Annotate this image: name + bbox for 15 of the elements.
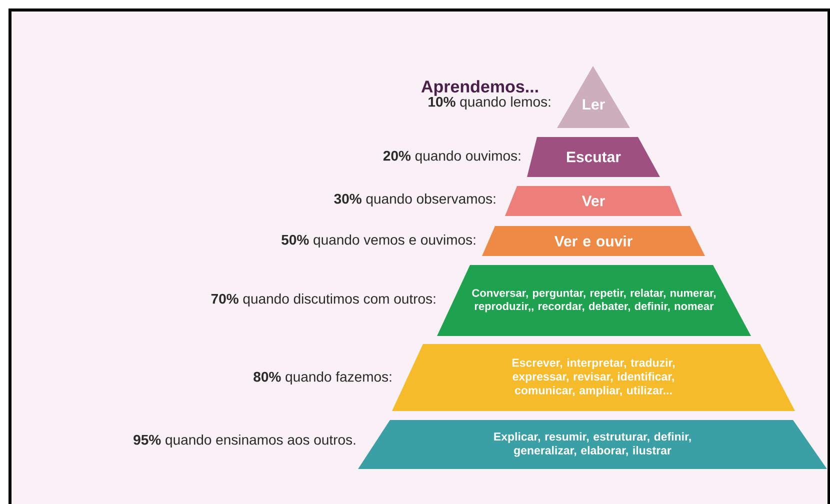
side-label: 50% quando vemos e ouvimos: <box>282 234 476 248</box>
pyramid-band: Explicar, resumir, estruturar, definir, generalizar, elaborar, ilustrar <box>358 420 827 469</box>
pyramid-band: Ver <box>505 186 682 216</box>
side-label: 30% quando observamos: <box>334 193 496 207</box>
side-label: 80% quando fazemos: <box>254 371 392 385</box>
pyramid-band: Escutar <box>527 137 660 177</box>
side-label: 10% quando lemos: <box>428 96 550 110</box>
title: Aprendemos... <box>421 80 538 96</box>
pyramid-band: Escrever, interpretar, traduzir, expressar, revisar, identificar, comunicar, ampliar, utilizar... <box>392 344 795 411</box>
pyramid-band: Ver e ouvir <box>482 226 705 256</box>
side-label: 20% quando ouvimos: <box>383 150 520 164</box>
pyramid-band: Conversar, perguntar, repetir, relatar, numerar, reproduzir,, recordar, debater, definir, nomear <box>437 265 751 336</box>
side-label: 95% quando ensinamos aos outros. <box>134 434 356 448</box>
pyramid-band: Ler <box>557 66 630 128</box>
side-label: 70% quando discutimos com outros: <box>211 293 436 307</box>
